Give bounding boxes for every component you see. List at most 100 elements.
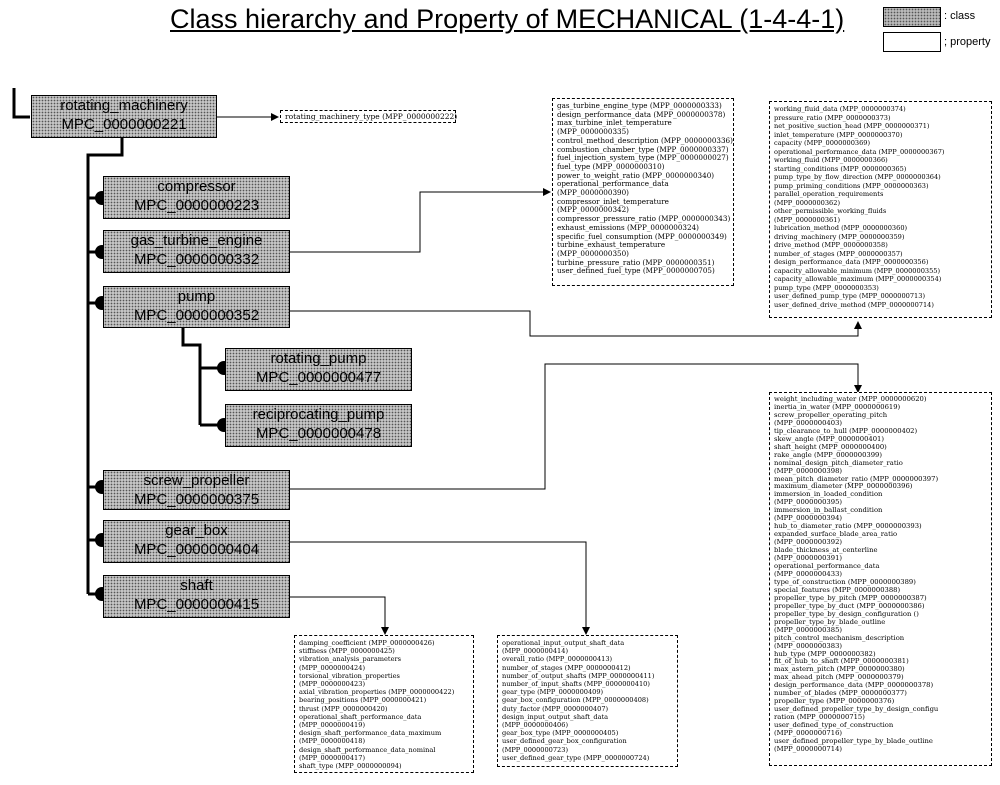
property-item: propeller_type_by_pitch (MPP_0000000387) bbox=[774, 593, 927, 602]
class-name: rotating_machinery bbox=[60, 97, 188, 114]
property-item: operational_performance_data (MPP_000000… bbox=[774, 147, 945, 156]
property-item: gear_box_type (MPP_0000000405) bbox=[502, 729, 619, 738]
property-item: drive_method (MPP_0000000358) bbox=[774, 241, 888, 249]
property-item: user_defined_propeller_type_by_design_co… bbox=[774, 705, 939, 714]
property-item: max_ahead_pitch (MPP_0000000379) bbox=[774, 673, 904, 682]
property-item: operational_shaft_performance_data bbox=[299, 712, 422, 721]
property-box-pump: working_fluid_data (MPP_0000000374)press… bbox=[769, 101, 992, 318]
property-item: working_fluid_data (MPP_0000000374) bbox=[774, 105, 906, 113]
property-item: design_performance_data (MPP_0000000378) bbox=[774, 681, 934, 690]
property-item: user_defined_type_of_construction bbox=[774, 721, 894, 730]
property-item: exhaust_emissions (MPP_0000000324) bbox=[557, 222, 699, 232]
property-item: pump_priming_conditions (MPP_0000000363) bbox=[774, 181, 929, 190]
property-item: (MPP_0000000335) bbox=[557, 127, 629, 137]
property-item: (MPP_0000000392) bbox=[774, 538, 843, 547]
property-item: ration (MPP_0000000715) bbox=[774, 713, 865, 722]
class-reciprocating-pump: reciprocating_pump MPC_0000000478 bbox=[225, 404, 412, 447]
property-item: gear_type (MPP_0000000409) bbox=[502, 688, 604, 697]
property-item: immersion_in_ballast_condition bbox=[774, 506, 883, 515]
property-item: immersion_in_loaded_condition bbox=[774, 490, 883, 499]
property-box-screw-propeller: weight_including_water (MPP_0000000620)i… bbox=[769, 392, 992, 766]
class-shaft: shaft MPC_0000000415 bbox=[103, 575, 290, 618]
property-item: fuel_injection_system_type (MPP_00000000… bbox=[557, 153, 729, 163]
property-box-gear-box: operational_input_output_shaft_data(MPP_… bbox=[497, 635, 678, 767]
property-item: (MPP_0000000423) bbox=[299, 680, 366, 689]
class-name: gear_box bbox=[165, 522, 228, 539]
legend-class-label: : class bbox=[944, 10, 976, 22]
property-item: user_defined_drive_method (MPP_000000071… bbox=[774, 300, 934, 309]
property-item: user_defined_gear_type (MPP_0000000724) bbox=[502, 753, 650, 762]
property-box-shaft: damping_coefficient (MPP_0000000426)stif… bbox=[294, 635, 474, 773]
class-name: gas_turbine_engine bbox=[130, 232, 263, 249]
property-item: shaft_type (MPP_0000000094) bbox=[299, 762, 402, 771]
property-item: (MPP_0000000716) bbox=[774, 729, 843, 738]
property-item: gas_turbine_engine_type (MPP_0000000333) bbox=[557, 101, 722, 110]
class-name: rotating_pump bbox=[270, 350, 367, 367]
property-item: overall_ratio (MPP_0000000413) bbox=[502, 655, 613, 664]
class-rotating-machinery: rotating_machinery MPC_0000000221 bbox=[31, 95, 217, 138]
property-item: control_method_description (MPP_00000003… bbox=[557, 135, 733, 145]
legend-property-label: ; property bbox=[944, 36, 991, 48]
property-item: tip_clearance_to_hull (MPP_0000000402) bbox=[774, 426, 918, 435]
property-item: design_input_output_shaft_data bbox=[502, 712, 609, 721]
property-item: expanded_surface_blade_area_ratio bbox=[774, 530, 898, 539]
legend-class-swatch bbox=[883, 7, 941, 27]
property-item: operational_performance_data bbox=[557, 179, 669, 189]
property-item: design_shaft_performance_data_maximum bbox=[299, 729, 442, 738]
property-item: (MPP_0000000383) bbox=[774, 641, 843, 650]
class-name: shaft bbox=[180, 577, 213, 594]
class-rotating-pump: rotating_pump MPC_0000000477 bbox=[225, 348, 412, 391]
legend-property-swatch bbox=[883, 32, 941, 52]
property-item: stiffness (MPP_0000000425) bbox=[299, 647, 395, 656]
property-item: hub_type (MPP_0000000382) bbox=[774, 649, 876, 658]
class-id: MPC_0000000221 bbox=[61, 116, 187, 133]
property-item: skew_angle (MPP_0000000401) bbox=[774, 434, 885, 443]
property-item: working_fluid (MPP_0000000366) bbox=[774, 156, 888, 164]
class-id: MPC_0000000477 bbox=[255, 369, 382, 386]
property-item: (MPP_0000000391) bbox=[774, 554, 843, 563]
property-item: other_permissible_working_fluids bbox=[774, 207, 887, 215]
class-id: MPC_0000000478 bbox=[255, 425, 382, 442]
property-item: (MPP_0000000723) bbox=[502, 745, 569, 754]
class-pump: pump MPC_0000000352 bbox=[103, 286, 290, 328]
property-item: (MPP_0000000398) bbox=[774, 466, 843, 475]
property-item: propeller_type (MPP_0000000376) bbox=[774, 697, 895, 706]
property-item: compressor_inlet_temperature bbox=[557, 196, 669, 206]
property-item: user_defined_gear_box_configuration bbox=[502, 737, 627, 746]
property-item: (MPP_0000000403) bbox=[774, 418, 843, 427]
class-id: MPC_0000000332 bbox=[133, 251, 260, 268]
class-id: MPC_0000000375 bbox=[133, 491, 260, 508]
property-item: (MPP_0000000385) bbox=[774, 625, 843, 634]
property-item: blade_thickness_at_centerline bbox=[774, 546, 878, 555]
property-item: lubrication_method (MPP_0000000360) bbox=[774, 224, 908, 232]
class-screw-propeller: screw_propeller MPC_0000000375 bbox=[103, 470, 290, 510]
property-item: maximum_diameter (MPP_0000000396) bbox=[774, 482, 913, 491]
property-item: pitch_control_mechanism_description bbox=[774, 633, 905, 642]
property-item: number_of_stages (MPP_0000000357) bbox=[774, 249, 903, 258]
class-name: reciprocating_pump bbox=[252, 406, 385, 423]
property-item: (MPP_0000000395) bbox=[774, 498, 843, 507]
property-item: fit_of_hub_to_shaft (MPP_0000000381) bbox=[774, 657, 909, 666]
property-item: (MPP_0000000417) bbox=[299, 753, 366, 762]
property-item: thrust (MPP_0000000420) bbox=[299, 704, 388, 713]
property-item: vibration_analysis_parameters bbox=[299, 655, 402, 664]
property-item: (MPP_0000000414) bbox=[502, 647, 569, 656]
property-item: (MPP_0000000394) bbox=[774, 514, 843, 523]
property-item: operational_performance_data bbox=[774, 562, 880, 571]
property-item: turbine_exhaust_temperature bbox=[557, 240, 666, 250]
property-item: rake_angle (MPP_0000000399) bbox=[774, 450, 883, 459]
property-item: turbine_pressure_ratio (MPP_0000000351) bbox=[557, 257, 715, 267]
class-compressor: compressor MPC_0000000223 bbox=[103, 176, 290, 219]
property-item: starting_conditions (MPP_0000000365) bbox=[774, 164, 907, 173]
property-item: (MPP_0000000342) bbox=[557, 205, 629, 215]
property-item: (MPP_0000000433) bbox=[774, 569, 843, 578]
property-item: combustion_chamber_type (MPP_0000000337) bbox=[557, 144, 729, 154]
property-item: duty_factor (MPP_0000000407) bbox=[502, 704, 609, 713]
property-item: pressure_ratio (MPP_0000000373) bbox=[774, 113, 891, 122]
property-item: specific_fuel_consumption (MPP_000000034… bbox=[557, 231, 727, 241]
property-item: design_shaft_performance_data_nominal bbox=[299, 745, 436, 754]
property-item: (MPP_0000000361) bbox=[774, 215, 841, 224]
property-item: shaft_height (MPP_0000000400) bbox=[774, 442, 887, 451]
property-item: number_of_blades (MPP_0000000377) bbox=[774, 689, 907, 698]
